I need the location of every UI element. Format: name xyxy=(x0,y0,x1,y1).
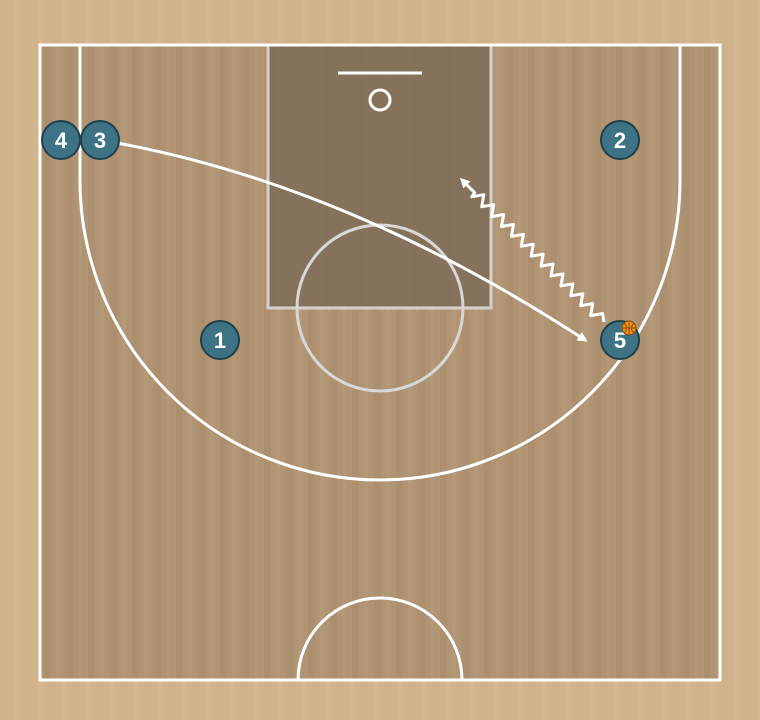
paint-area xyxy=(266,43,493,310)
player-2-label: 2 xyxy=(614,128,626,153)
player-3: 3 xyxy=(80,120,120,160)
player-1: 1 xyxy=(200,320,240,360)
cut-path-3-to-5 xyxy=(99,138,588,342)
player-5-label: 5 xyxy=(614,328,626,353)
player-3-label: 3 xyxy=(94,128,106,153)
center-circle xyxy=(296,596,464,681)
free-throw-circle xyxy=(295,223,465,393)
basketball-icon xyxy=(621,320,637,336)
court-boundary xyxy=(38,43,722,682)
player-2: 2 xyxy=(600,120,640,160)
player-4-label: 4 xyxy=(55,128,68,153)
player-1-label: 1 xyxy=(214,328,226,353)
court-lines xyxy=(38,43,722,682)
player-4: 4 xyxy=(41,120,81,160)
three-point-line xyxy=(78,45,682,482)
dribble-path-5 xyxy=(459,177,606,323)
rim xyxy=(368,88,392,112)
